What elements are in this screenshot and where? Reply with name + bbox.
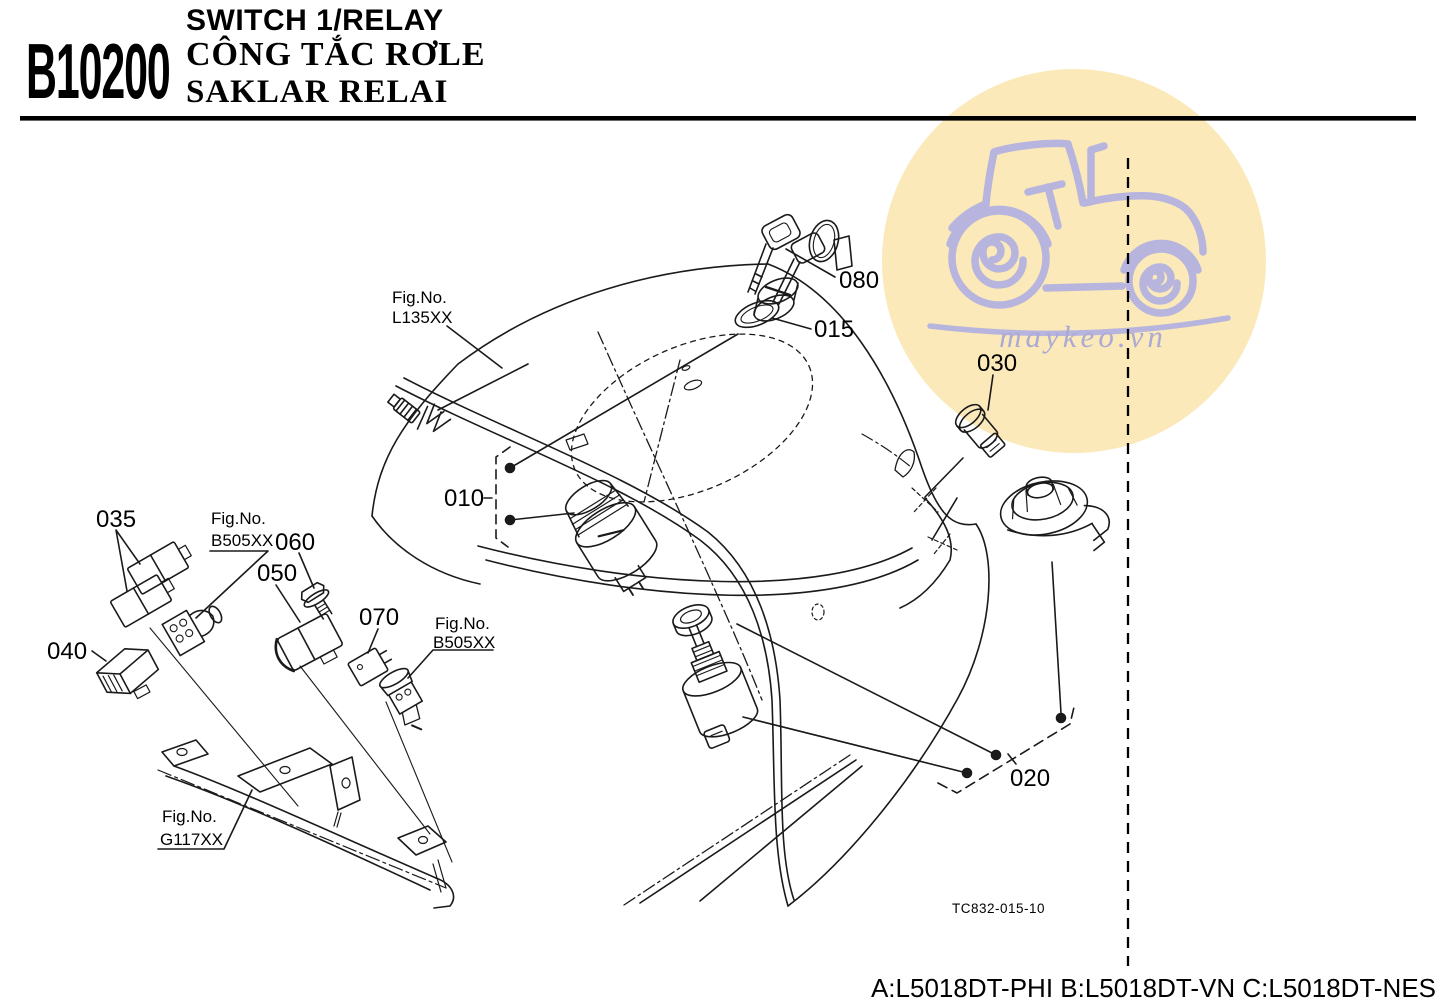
connector-part-right: [379, 667, 424, 731]
key-ring-part-015: [734, 277, 799, 329]
figref-hood-line1: Fig.No.: [392, 288, 447, 307]
connector-part-left: [161, 605, 223, 657]
tractor-watermark-icon: [927, 139, 1231, 337]
keys-part-080: [747, 213, 853, 305]
callout-060: 060: [275, 529, 315, 556]
figref-bracket-line1: Fig.No.: [162, 807, 217, 826]
callout-015: 015: [814, 316, 854, 343]
figref-bracket-line2: G117XX: [160, 830, 223, 849]
model-applicability-text: A:L5018DT-PHI B:L5018DT-VN C:L5018DT-NES: [871, 973, 1436, 1003]
figref-right-conn-line2: B505XX: [433, 633, 495, 652]
relay-part-050: [274, 613, 343, 673]
leader-lines: [91, 248, 1076, 850]
callout-050: 050: [257, 560, 297, 587]
callout-080: 080: [839, 267, 879, 294]
page-title-english: SWITCH 1/RELAY: [186, 4, 444, 37]
figref-left-conn-line2: B505XX: [211, 531, 273, 550]
watermark: maykeo.vn: [882, 69, 1266, 453]
bracket-drawing: [149, 627, 455, 909]
page-title-indonesian: SAKLAR RELAI: [186, 74, 449, 110]
switch-part-030: [924, 403, 1006, 498]
callout-035: 035: [96, 506, 136, 533]
callout-070: 070: [359, 604, 399, 631]
bolt-part-060: [300, 581, 333, 620]
figref-right-conn-line1: Fig.No.: [435, 614, 490, 633]
line-art: [91, 213, 1110, 909]
relay-parts-035: [110, 541, 192, 628]
watermark-text: maykeo.vn: [999, 319, 1167, 354]
figref-left-conn-line1: Fig.No.: [211, 509, 266, 528]
ignition-switch-part: [564, 479, 658, 596]
drawing-code: TC832-015-10: [952, 901, 1045, 916]
horn-part: [999, 476, 1110, 714]
section-code: B10200: [26, 27, 171, 115]
relay-part-070: [347, 647, 393, 687]
header-rule: [20, 116, 1416, 121]
switch-part-040: [95, 648, 160, 700]
hood-outline-drawing: [371, 263, 990, 907]
hood-clip-part: [387, 363, 529, 433]
lower-switch-part: [672, 604, 759, 749]
callout-020: 020: [1010, 765, 1050, 792]
page-title-vietnamese: CÔNG TẮC RƠLE: [186, 36, 486, 73]
callout-010: 010: [444, 485, 484, 512]
figref-hood-line2: L135XX: [392, 308, 453, 327]
watermark-circle: [882, 69, 1266, 453]
callout-030: 030: [977, 350, 1017, 377]
callout-040: 040: [47, 638, 87, 665]
